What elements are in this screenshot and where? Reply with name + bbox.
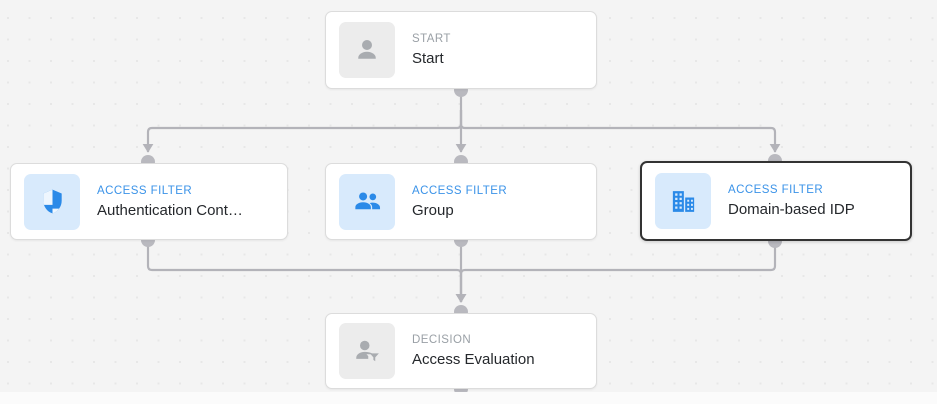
shield-icon — [42, 189, 62, 214]
people-group-icon — [354, 192, 380, 210]
node-kind-label: ACCESS FILTER — [412, 184, 508, 197]
person-filter-icon-tile — [339, 323, 395, 379]
node-kind-label: ACCESS FILTER — [728, 184, 824, 196]
node-authentication-context[interactable]: ACCESS FILTER Authentication Cont… — [10, 163, 288, 240]
node-access-evaluation-text: DECISION Access Evaluation — [412, 333, 535, 369]
node-title-label: Group — [412, 201, 454, 219]
person-icon-tile — [339, 22, 395, 78]
node-title-label: Authentication Cont… — [97, 201, 243, 219]
node-start-text: START Start — [412, 32, 451, 68]
node-domain-based-idp-text: ACCESS FILTER Domain-based IDP — [728, 183, 855, 219]
node-kind-label: DECISION — [412, 334, 472, 346]
node-access-evaluation[interactable]: DECISION Access Evaluation — [325, 313, 597, 389]
office-building-icon — [672, 190, 694, 212]
node-title-label: Access Evaluation — [412, 351, 535, 368]
node-kind-label: ACCESS FILTER — [97, 184, 193, 197]
people-group-icon-tile — [339, 173, 395, 230]
office-building-icon-tile — [655, 173, 711, 229]
node-group[interactable]: ACCESS FILTER Group — [325, 163, 597, 240]
node-authentication-context-text: ACCESS FILTER Authentication Cont… — [97, 184, 243, 220]
node-group-text: ACCESS FILTER Group — [412, 184, 507, 220]
shield-icon-tile — [24, 173, 80, 230]
node-kind-label: START — [412, 33, 451, 45]
node-title-label: Start — [412, 50, 444, 67]
node-start[interactable]: START Start — [325, 11, 597, 89]
edge-filters-to-decision — [146, 240, 777, 303]
canvas-bottom-edge — [0, 392, 937, 404]
node-domain-based-idp[interactable]: ACCESS FILTER Domain-based IDP — [640, 161, 912, 241]
person-icon — [358, 40, 376, 59]
person-filter-icon — [356, 340, 379, 362]
node-title-label: Domain-based IDP — [728, 201, 855, 218]
edge-start-to-filters — [142, 91, 781, 153]
